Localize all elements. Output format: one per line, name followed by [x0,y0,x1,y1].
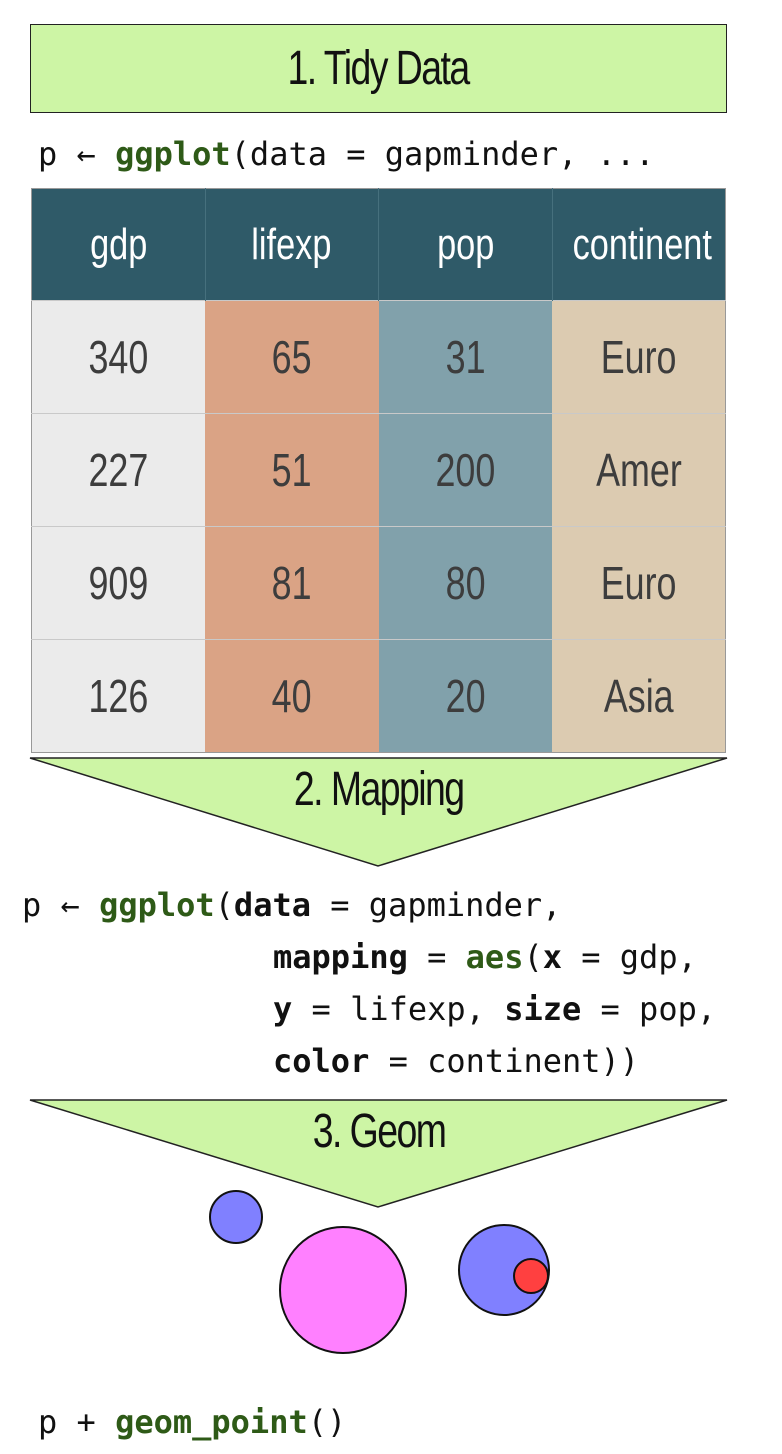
code2-fn-ggplot: ggplot [99,886,215,924]
code2-kw-mapping: mapping [273,938,408,976]
code2-mid-3: = lifexp, [292,990,505,1028]
code2-rest-4: = continent)) [369,1042,640,1080]
code2-paren: ( [214,886,234,924]
step2-title: 2. Mapping [294,763,465,816]
table-cell: 909 [31,526,205,640]
point-small-red [513,1258,549,1294]
table-cell: Euro [552,526,726,640]
code1-rest: (data = gapminder, ... [230,135,655,173]
point-small-blue [209,1190,263,1244]
step1-banner: 1. Tidy Data [30,24,727,113]
code2-kw-x: x [542,938,562,976]
table-cell: Asia [552,639,726,753]
code2-rest-1: = gapminder, [310,886,562,924]
step3-title: 3. Geom [312,1105,447,1158]
code-line-3: p + geom_point() [38,1406,346,1438]
table-cell: 200 [378,413,552,527]
table-cell: 51 [205,413,379,527]
code2-kw-y: y [273,990,293,1028]
table-cell: 340 [31,300,205,414]
point-large-pink [279,1226,407,1354]
tidy-data-table: gdp lifexp pop continent 340 65 31 Euro … [31,188,726,753]
header-gdp: gdp [31,188,206,301]
code2-kw-data: data [233,886,311,924]
table-row: 126 40 20 Asia [31,639,726,753]
code1-fn: ggplot [115,135,231,173]
table-cell: 81 [205,526,379,640]
code2-fn-aes: aes [465,938,524,976]
table-cell: Amer [552,413,726,527]
table-row: 909 81 80 Euro [31,526,726,640]
code3-rest: () [307,1403,347,1441]
table-cell: 227 [31,413,205,527]
code2-line-1: p ← ggplot(data = gapminder, [22,889,561,921]
table-cell: 65 [205,300,379,414]
geom-points [209,1190,550,1354]
step3-triangle [29,1099,728,1208]
code2-eq: = [407,938,466,976]
step3-funnel [29,1099,728,1208]
step3-title-wrap: 3. Geom [0,1104,758,1159]
table-header-row: gdp lifexp pop continent [31,188,726,301]
code2-line-4: color = continent)) [273,1045,639,1077]
table-cell: 80 [378,526,552,640]
header-lifexp: lifexp [205,188,379,301]
table-cell: 31 [378,300,552,414]
step2-title-wrap: 2. Mapping [0,762,758,817]
code3-fn: geom_point [115,1403,308,1441]
header-pop: pop [378,188,553,301]
header-continent: continent [552,188,726,301]
code3-prefix: p + [38,1403,116,1441]
code1-prefix: p ← [38,135,116,173]
table-cell: 40 [205,639,379,753]
table-cell: 20 [378,639,552,753]
code2-rest-3: = pop, [581,990,717,1028]
step2-triangle [29,757,728,867]
table-cell: 126 [31,639,205,753]
code2-kw-size: size [504,990,582,1028]
code2-line-3: y = lifexp, size = pop, [273,993,716,1025]
code2-paren-2: ( [523,938,543,976]
step2-funnel [29,757,728,867]
code2-prefix: p ← [22,886,100,924]
table-row: 340 65 31 Euro [31,300,726,414]
code2-kw-color: color [273,1042,370,1080]
table-cell: Euro [552,300,726,414]
table-row: 227 51 200 Amer [31,413,726,527]
code2-rest-2: = gdp, [561,938,697,976]
step1-title: 1. Tidy Data [287,42,471,95]
code-line-1: p ← ggplot(data = gapminder, ... [38,138,655,170]
code2-line-2: mapping = aes(x = gdp, [273,941,697,973]
